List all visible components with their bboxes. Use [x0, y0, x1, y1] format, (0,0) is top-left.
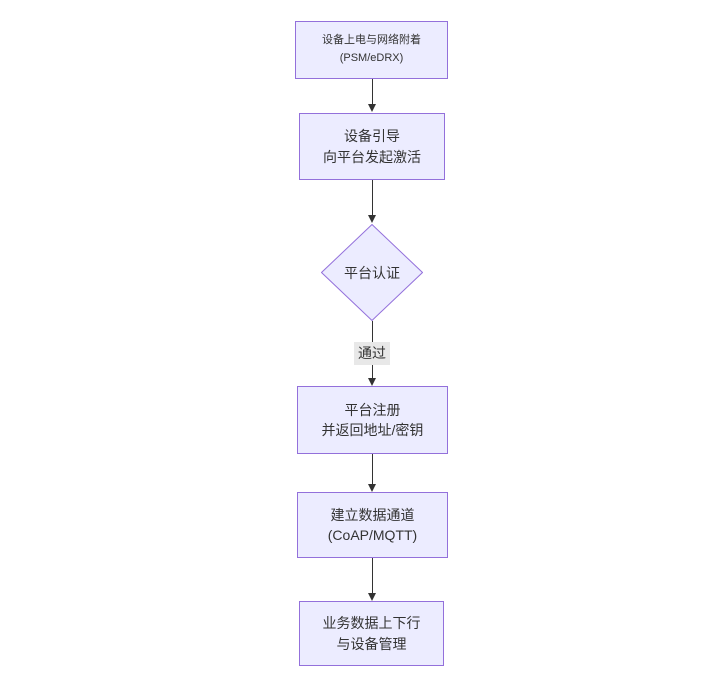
node-data-channel-line2: (CoAP/MQTT) [327, 527, 418, 543]
node-business-line1: 业务数据上下行 [322, 615, 421, 632]
node-platform-auth-label: 平台认证 [344, 264, 400, 281]
node-data-channel-line1: 建立数据通道 [330, 506, 415, 523]
node-register-line1: 平台注册 [344, 401, 401, 418]
diamond-shape [321, 224, 423, 321]
arrowhead-icon [368, 378, 376, 386]
node-power-on-line1: 设备上电与网络附着 [322, 34, 421, 47]
edge-register-to-channel [372, 454, 373, 484]
node-register: 平台注册 并返回地址/密钥 [297, 386, 448, 454]
node-platform-auth: 平台认证 [321, 224, 423, 321]
node-register-line2: 并返回地址/密钥 [321, 422, 424, 438]
node-power-on-line2: (PSM/eDRX) [339, 52, 404, 64]
arrowhead-icon [368, 104, 376, 112]
edge-power-to-bootstrap [372, 79, 373, 105]
node-business-line2: 与设备管理 [336, 635, 407, 652]
node-bootstrap-line1: 设备引导 [344, 128, 400, 145]
edge-channel-to-business [372, 558, 373, 593]
edge-bootstrap-to-auth [372, 180, 373, 216]
node-bootstrap-line2: 向平台发起激活 [323, 148, 421, 165]
arrowhead-icon [368, 484, 376, 492]
arrowhead-icon [368, 593, 376, 601]
arrowhead-icon [368, 215, 376, 223]
edge-label-pass: 通过 [354, 342, 390, 365]
node-business: 业务数据上下行 与设备管理 [299, 601, 444, 666]
node-data-channel: 建立数据通道 (CoAP/MQTT) [297, 492, 448, 558]
node-bootstrap: 设备引导 向平台发起激活 [299, 113, 445, 180]
node-power-on: 设备上电与网络附着 (PSM/eDRX) [295, 21, 448, 79]
